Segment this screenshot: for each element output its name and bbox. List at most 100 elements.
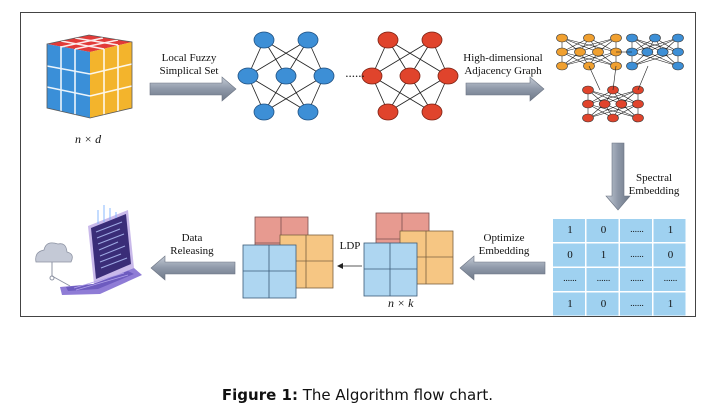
embedding-matrix — [553, 219, 686, 316]
output-dimension: n × k — [388, 296, 414, 310]
network-node — [253, 103, 275, 121]
network-node — [421, 103, 443, 121]
label-adjacency-line1: High-dimensional — [463, 52, 543, 64]
graph-node — [632, 99, 644, 109]
graph-node — [615, 99, 628, 109]
arrow-adjacency — [465, 76, 545, 102]
label-ldp: LDP — [339, 240, 361, 252]
graph-node — [610, 33, 622, 43]
matrix-value: ...... — [630, 297, 644, 308]
label-optimize-line2: Embedding — [478, 245, 530, 257]
graph-node — [556, 47, 568, 57]
matrix-value: ...... — [563, 273, 577, 283]
label-adjacency: High-dimensional Adjacency Graph — [455, 52, 551, 78]
released-blocks — [242, 216, 334, 299]
matrix-value: 0 — [667, 248, 674, 261]
label-spectral-line2: Embedding — [628, 185, 680, 197]
laptop-cloud-icon — [35, 205, 142, 295]
label-optimize: Optimize Embedding — [466, 232, 542, 258]
matrix-cell — [653, 292, 686, 316]
matrix-value: ...... — [596, 273, 611, 283]
label-fuzzy: Local Fuzzy Simplical Set — [149, 52, 229, 78]
matrix-cell — [620, 268, 652, 291]
graph-node — [632, 113, 644, 123]
graph-node — [672, 47, 684, 57]
matrix-cell — [620, 243, 652, 267]
matrix-cell — [620, 219, 652, 242]
network-node — [253, 31, 275, 49]
network-node — [377, 31, 399, 49]
network-node — [377, 103, 399, 121]
embedding-blocks — [363, 212, 454, 297]
blue-network — [237, 31, 335, 121]
adjacency-graph — [556, 33, 684, 123]
network-node — [421, 31, 443, 49]
graph-node — [626, 61, 638, 71]
network-node — [275, 67, 297, 85]
label-adjacency-line2: Adjacency Graph — [464, 65, 542, 77]
matrix-value: ...... — [630, 224, 644, 234]
matrix-value: 0 — [567, 248, 573, 261]
network-node — [297, 31, 319, 49]
arrow-ldp — [337, 263, 362, 269]
label-spectral-line1: Spectral — [635, 172, 673, 184]
input-dimension: n × d — [75, 132, 102, 146]
label-release: Data Releasing — [152, 232, 232, 258]
network-node — [297, 103, 319, 121]
label-release-line2: Releasing — [170, 245, 214, 257]
ellipsis-label: ...... — [345, 65, 365, 80]
graph-node — [592, 47, 604, 57]
graph-node — [641, 47, 654, 57]
graph-node — [556, 61, 568, 71]
matrix-cell — [653, 268, 686, 291]
label-fuzzy-line1: Local Fuzzy — [161, 52, 217, 64]
matrix-cell — [653, 243, 686, 267]
figure-caption: Figure 1: The Algorithm flow chart. — [0, 386, 715, 404]
graph-node — [598, 99, 611, 109]
network-node — [313, 67, 335, 85]
graph-node — [656, 47, 669, 57]
matrix-value: 0 — [600, 224, 607, 236]
matrix-cell — [586, 268, 619, 291]
graph-node — [582, 99, 594, 109]
graph-node — [574, 47, 586, 57]
caption-text: The Algorithm flow chart. — [302, 386, 494, 404]
matrix-cell — [553, 268, 585, 291]
matrix-value: 1 — [600, 248, 607, 261]
graph-node — [582, 113, 594, 123]
matrix-value: ...... — [630, 273, 644, 283]
matrix-cell — [553, 292, 585, 316]
label-fuzzy-line2: Simplical Set — [159, 65, 219, 77]
graph-node — [556, 33, 568, 43]
red-network — [361, 31, 459, 121]
label-release-line1: Data — [181, 232, 203, 244]
matrix-cell — [553, 243, 585, 267]
label-spectral: Spectral Embedding — [622, 172, 686, 198]
matrix-value: 1 — [667, 297, 674, 310]
graph-node — [626, 33, 638, 43]
arrow-spectral — [605, 142, 631, 211]
network-node — [437, 67, 459, 85]
arrow-fuzzy — [149, 76, 237, 102]
matrix-cell — [653, 219, 686, 242]
matrix-cell — [586, 219, 619, 242]
graph-node — [582, 85, 594, 95]
arrow-optimize — [459, 255, 546, 281]
graph-node — [583, 33, 595, 43]
matrix-value: 1 — [567, 224, 573, 236]
network-node — [399, 67, 421, 85]
matrix-cell — [553, 219, 585, 242]
matrix-value: ...... — [630, 248, 644, 259]
network-node — [237, 67, 259, 85]
matrix-value: 1 — [567, 297, 573, 310]
caption-label: Figure 1: — [221, 386, 298, 404]
matrix-value: ...... — [663, 273, 678, 283]
matrix-cell — [586, 292, 619, 316]
graph-node — [649, 33, 661, 43]
matrix-value: 1 — [667, 224, 674, 236]
matrix-value: 0 — [600, 297, 607, 310]
graph-node — [672, 33, 684, 43]
label-optimize-line1: Optimize — [483, 232, 525, 244]
network-node — [361, 67, 383, 85]
